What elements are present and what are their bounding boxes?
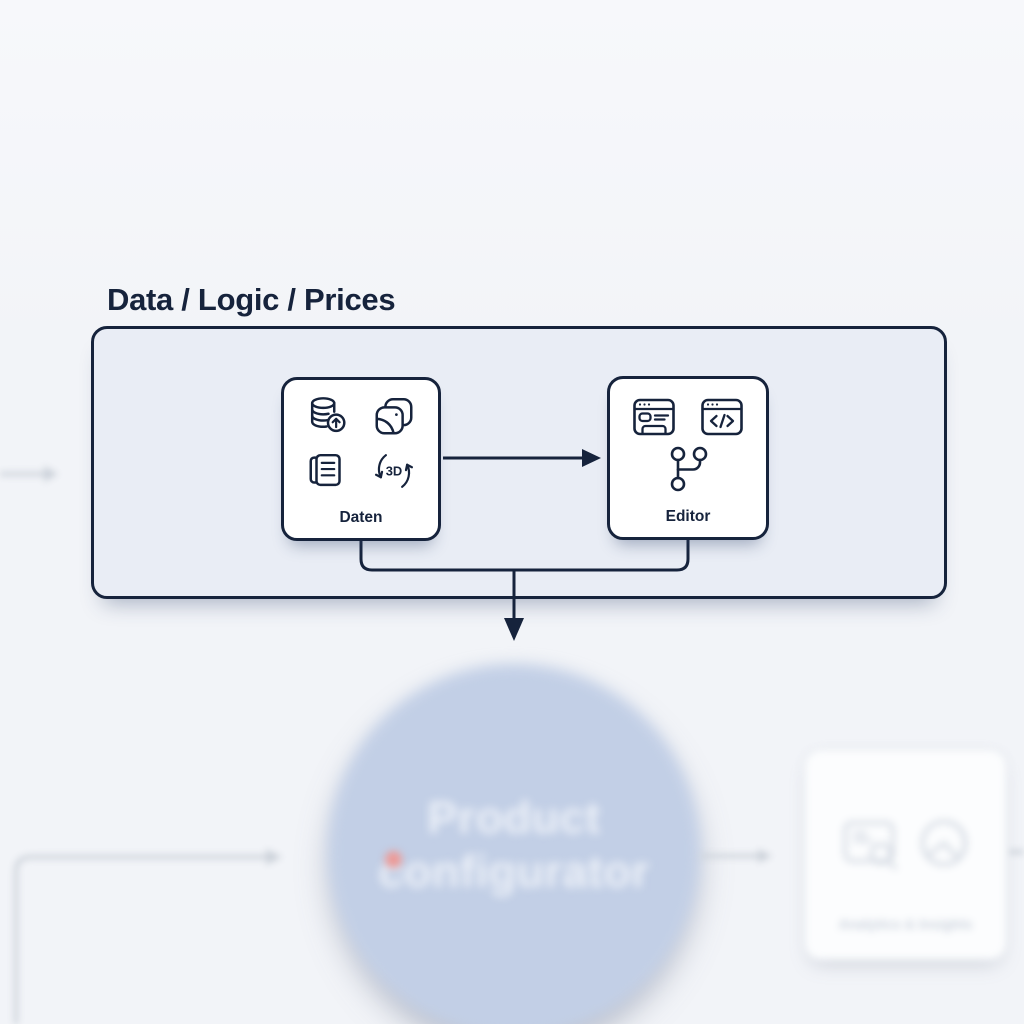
- daten-to-editor-arrowhead: [582, 449, 601, 467]
- database-upload-icon: [310, 397, 346, 433]
- 3d-icon-text: 3D: [386, 463, 403, 478]
- analytics-card: Analytics & Insights: [803, 748, 1008, 961]
- browser-code-icon: [701, 398, 743, 436]
- daten-icons: 3D: [284, 394, 438, 494]
- configurator-line1: Product: [427, 792, 601, 843]
- editor-icons: [610, 393, 766, 493]
- circle-to-analytics-arrowhead: [758, 849, 772, 863]
- catalog-icon: [309, 453, 341, 487]
- 3d-rotate-icon: 3D: [374, 454, 414, 488]
- bottom-left-connector-line: [14, 855, 268, 1024]
- daten-card: 3D Daten: [281, 377, 441, 541]
- pie-chart-icon: [920, 819, 967, 867]
- browser-form-icon: [633, 398, 675, 436]
- product-configurator-circle: [328, 664, 700, 1024]
- down-arrowhead: [504, 618, 524, 641]
- editor-card: Editor: [607, 376, 769, 540]
- merge-bracket: [359, 539, 690, 572]
- configurator-line2: configurator: [378, 845, 650, 897]
- bottom-left-arrowhead: [266, 849, 282, 865]
- accent-dot: [385, 851, 402, 868]
- analytics-icons: [837, 812, 975, 874]
- section-title: Data / Logic / Prices: [107, 282, 396, 317]
- git-branch-icon: [670, 446, 708, 492]
- daten-label: Daten: [339, 509, 383, 526]
- data-logic-prices-container: [91, 326, 947, 599]
- analytics-label: Analytics & Insights: [838, 916, 973, 932]
- product-configurator-label: Product configurator: [314, 791, 714, 898]
- left-inbound-arrowhead: [44, 466, 58, 482]
- editor-label: Editor: [665, 508, 711, 525]
- screen-search-icon: [842, 820, 897, 870]
- layers-icon: [375, 398, 413, 435]
